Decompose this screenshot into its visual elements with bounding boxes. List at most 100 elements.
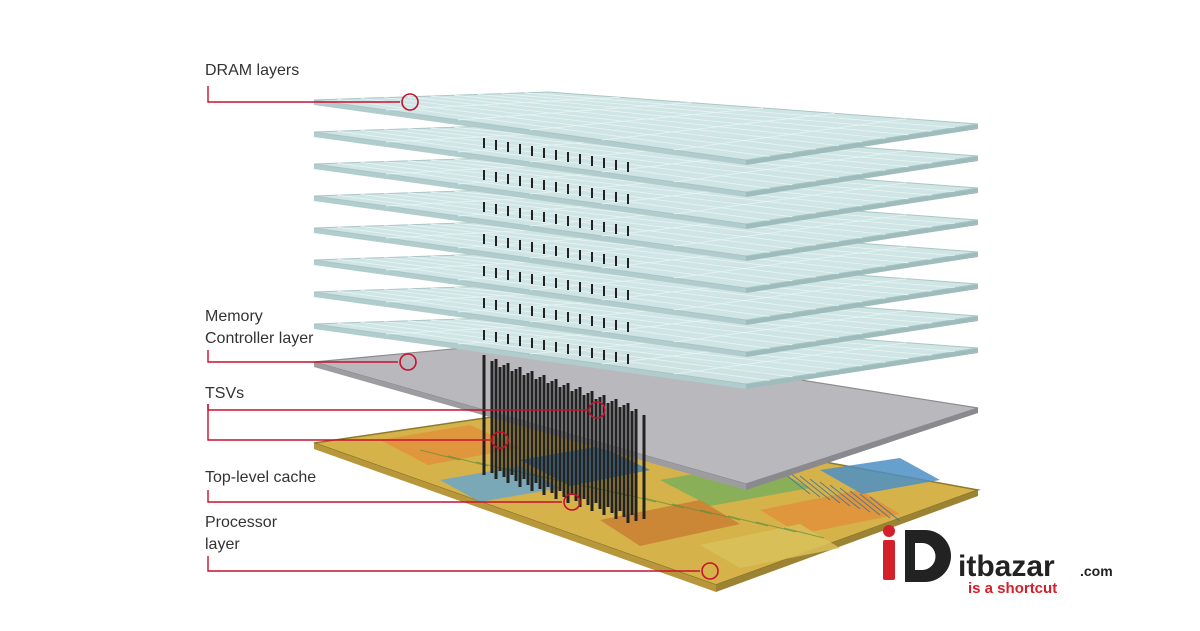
circuit-trace <box>447 455 489 467</box>
logo-i-stem <box>883 540 895 580</box>
dram-grid-line <box>407 224 839 274</box>
dram-grid-line <box>337 130 770 189</box>
label-memory-controller-line1: Memory <box>205 308 263 325</box>
callout-controller <box>207 350 398 363</box>
circuit-block <box>820 458 940 494</box>
itbazar-logo <box>883 525 951 582</box>
controller-edge-right <box>746 408 978 490</box>
callout-cache-marker <box>563 493 581 511</box>
dram-grid-line <box>407 96 839 146</box>
callout-tsvs-upper-marker <box>588 401 606 419</box>
dram-layer-edge <box>746 284 978 325</box>
dram-layer-edge <box>314 324 746 389</box>
dram-grid-line <box>384 257 816 310</box>
dram-layer-edge <box>314 228 746 293</box>
circuit-trace <box>671 503 713 515</box>
callout-processor-marker <box>701 562 719 580</box>
dram-grid-line <box>360 162 793 218</box>
dram-grid-line <box>501 93 932 132</box>
circuit-block <box>760 490 900 534</box>
dram-layer-edge <box>314 196 746 261</box>
callout-processor <box>207 556 700 572</box>
brand-tagline: is a shortcut <box>968 580 1058 597</box>
dram-grid-line <box>384 289 816 342</box>
label-processor-line1: Processor <box>205 514 278 531</box>
dram-grid-line <box>360 258 793 314</box>
dram-grid-line <box>360 130 793 186</box>
dram-grid-line <box>407 192 839 242</box>
dram-grid-line <box>407 288 839 338</box>
dram-grid-line <box>337 290 770 349</box>
dram-grid-line <box>454 94 886 139</box>
dram-grid-line <box>384 193 816 246</box>
label-dram-layers: DRAM layers <box>205 62 300 79</box>
processor-edge-front <box>314 443 716 592</box>
circuit-trace <box>829 484 861 510</box>
dram-layer-edge <box>746 220 978 261</box>
callout-tsvs-upper <box>207 404 588 411</box>
logo-i-dot <box>883 525 895 537</box>
dram-layer-edge <box>746 124 978 165</box>
dram-grid-line <box>337 322 770 381</box>
logo-b-counter <box>915 543 936 570</box>
circuit-block <box>700 524 840 568</box>
circuit-trace <box>849 490 881 516</box>
dram-grid-line <box>384 225 816 278</box>
circuit-trace <box>839 487 871 513</box>
dram-grid-line <box>430 95 863 143</box>
circuit-trace <box>799 475 831 501</box>
dram-grid-line <box>337 162 770 221</box>
tsv-bundle <box>482 355 646 523</box>
dram-layer-edge <box>746 316 978 357</box>
dram-layer-edge <box>746 348 978 389</box>
circuit-trace <box>643 497 685 509</box>
dram-layer-edge <box>746 252 978 293</box>
dram-grid-line <box>337 98 770 157</box>
dram-grid-line <box>360 194 793 250</box>
dram-grid-line <box>407 160 839 210</box>
dram-grid-line <box>384 161 816 214</box>
callout-lines <box>207 86 719 580</box>
dram-grid-line <box>337 226 770 285</box>
label-top-level-cache: Top-level cache <box>205 469 317 486</box>
processor-edge-right <box>716 490 978 592</box>
dram-layer-edge <box>746 156 978 197</box>
label-tsvs: TSVs <box>205 385 245 402</box>
dram-grid-line <box>524 92 955 128</box>
callout-controller-marker <box>399 353 417 371</box>
label-memory-controller-line2: Controller layer <box>205 330 314 347</box>
callout-cache <box>207 490 562 503</box>
circuit-trace <box>809 478 841 504</box>
circuit-trace <box>755 521 797 533</box>
dram-layer-stack <box>313 91 979 389</box>
controller-edge-front <box>314 362 746 490</box>
dram-grid-line <box>360 226 793 282</box>
callout-tsvs-lower <box>207 404 490 441</box>
brand-tld: .com <box>1080 563 1113 579</box>
dram-grid-line <box>407 128 839 178</box>
dram-layer-edge <box>746 188 978 229</box>
dram-grid-line <box>477 94 909 136</box>
circuit-trace <box>419 449 461 461</box>
circuit-trace <box>869 496 901 522</box>
processor-layer <box>313 409 981 592</box>
brand-name: itbazar <box>958 550 1055 583</box>
dram-grid-line <box>407 256 839 306</box>
dram-layer-edge <box>314 260 746 325</box>
dram-grid-line <box>360 322 793 378</box>
circuit-trace <box>789 472 821 498</box>
dram-grid-line <box>360 290 793 346</box>
dram-layer-edge <box>314 100 746 165</box>
dram-grid-line <box>384 321 816 374</box>
dram-grid-line <box>384 97 816 150</box>
memory-controller-layer <box>313 339 979 490</box>
callout-dram-marker <box>401 93 419 111</box>
label-processor-line2: layer <box>205 536 240 553</box>
circuit-trace <box>783 527 825 539</box>
dram-grid-line <box>407 320 839 370</box>
circuit-trace <box>699 509 741 521</box>
dram-layer-edge <box>314 292 746 357</box>
dram-grid-line <box>384 129 816 182</box>
